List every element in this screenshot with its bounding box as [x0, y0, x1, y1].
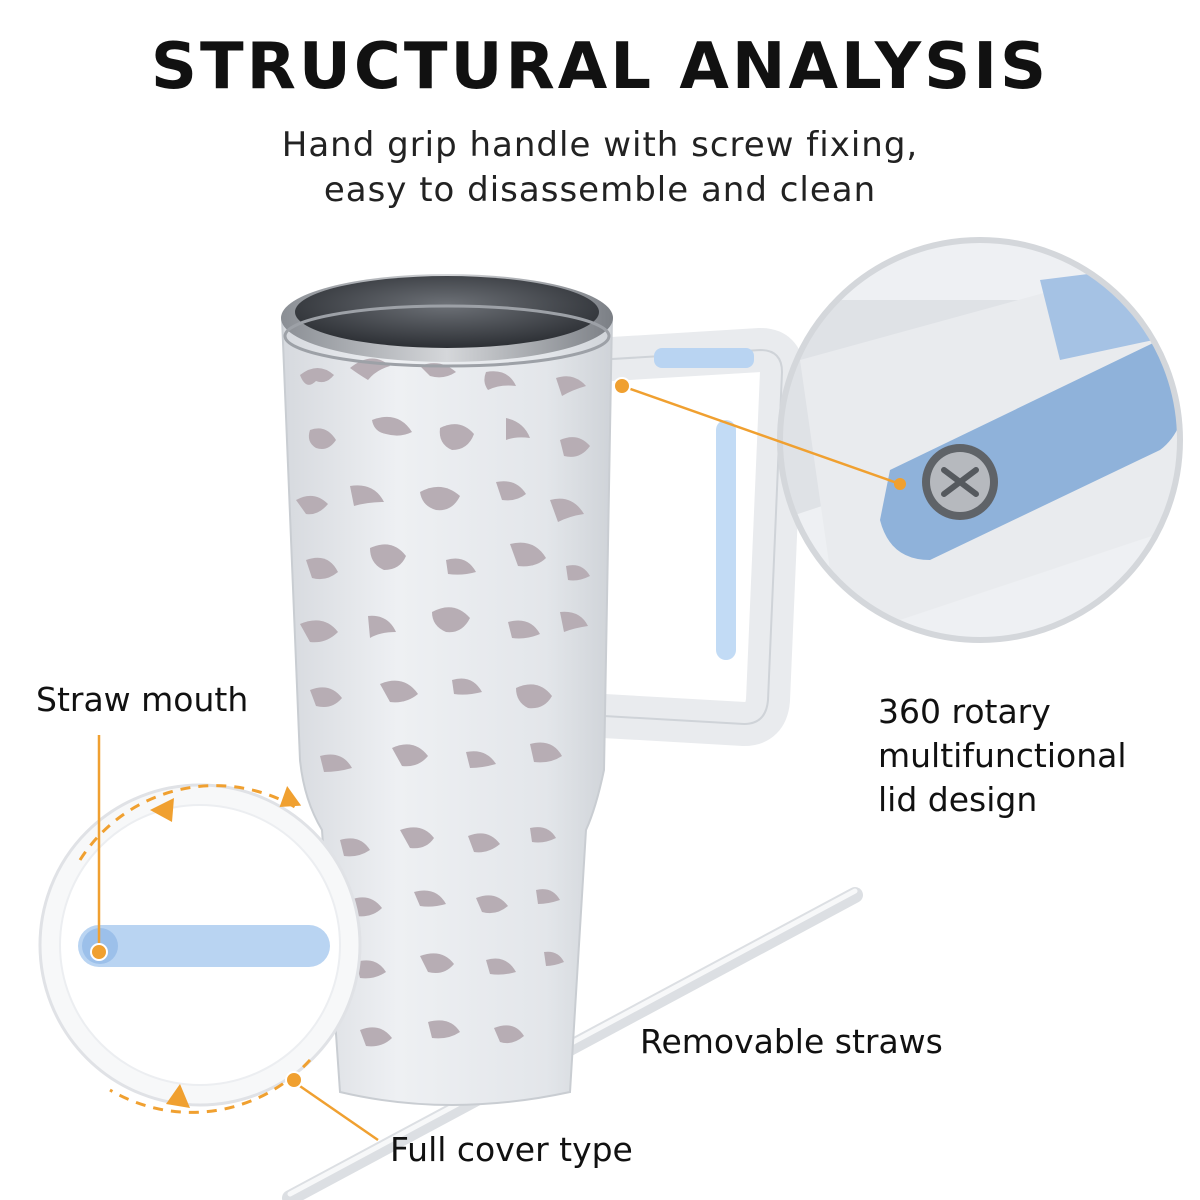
rotary-lid-line-1: 360 rotary	[878, 692, 1051, 731]
straw-mouth-label: Straw mouth	[36, 680, 249, 719]
rotary-lid-label: 360 rotary multifunctional lid design	[878, 690, 1127, 822]
straw-mouth-connector	[90, 735, 108, 961]
tumbler-body	[280, 274, 614, 1106]
subtitle-line-2: easy to disassemble and clean	[323, 170, 877, 210]
leopard-pattern	[296, 358, 590, 1047]
lid-zoom-circle	[38, 783, 362, 1114]
screw-zoom-circle	[777, 237, 1183, 643]
full-cover-connector	[285, 1071, 379, 1142]
subtitle-line-1: Hand grip handle with screw fixing,	[281, 125, 919, 165]
rotary-lid-line-2: multifunctional	[878, 736, 1127, 775]
screw-callout-connector	[613, 377, 906, 490]
full-cover-label: Full cover type	[390, 1130, 633, 1169]
rotary-lid-line-3: lid design	[878, 780, 1038, 819]
removable-straws-label: Removable straws	[640, 1022, 943, 1061]
tumbler-handle	[594, 328, 804, 746]
page-title: STRUCTURAL ANALYSIS	[150, 30, 1050, 104]
